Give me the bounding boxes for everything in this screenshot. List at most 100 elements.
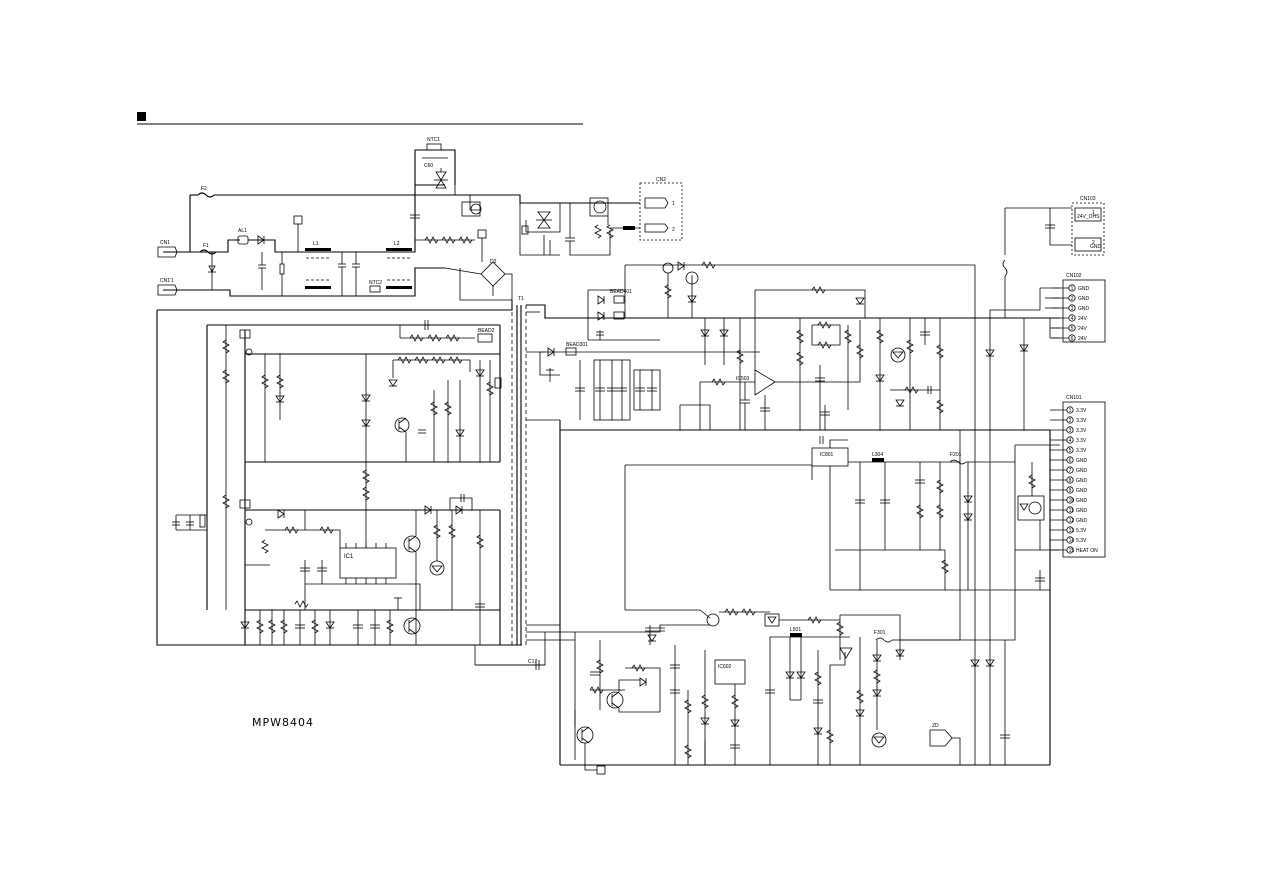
cn101-pin-number: 13 <box>1069 528 1075 534</box>
opto-pc101 <box>662 262 674 274</box>
cn101-pin-number: 2 <box>1069 418 1072 424</box>
cn102-pin-number: 3 <box>1071 306 1074 312</box>
transistor-q602 <box>706 613 720 627</box>
fuse-f102 <box>1002 259 1008 277</box>
f201-label: F201 <box>950 452 962 458</box>
cn101-pin-label: GND <box>1076 508 1088 514</box>
opto-pc2-lower <box>871 732 887 748</box>
triac-symbol <box>435 171 447 181</box>
cn101-pin-label: HEAT ON <box>1076 548 1098 554</box>
cn101-pin-number: 1 <box>1069 408 1072 414</box>
cn101-pin-label: GND <box>1076 498 1088 504</box>
ic503-opamp <box>754 369 776 396</box>
svg-text:2: 2 <box>1092 240 1095 246</box>
bridge-rectifier-d3 <box>480 261 506 287</box>
ntc1-label: NTC1 <box>427 137 440 143</box>
cn101-pin-number: 15 <box>1069 548 1075 554</box>
cn101-pin-number: 6 <box>1069 458 1072 464</box>
cn102-pin-label: GND <box>1078 286 1090 292</box>
opto-pc2 <box>461 201 481 217</box>
cn101-pin-number: 3 <box>1069 428 1072 434</box>
cn102-pin-number: 5 <box>1071 326 1074 332</box>
cn2-block <box>639 182 683 241</box>
l501-label: L501 <box>790 627 801 633</box>
cn1-1-label: CN1'1 <box>160 278 174 284</box>
cn102-pin-label: 24V <box>1078 316 1088 322</box>
cn102-block <box>1062 279 1106 343</box>
l1-label: L1 <box>313 241 319 247</box>
svg-text:2: 2 <box>672 227 675 233</box>
transistor-q2 <box>403 535 421 553</box>
cn2-label: CN2 <box>656 177 666 183</box>
ic1-chip <box>339 547 397 579</box>
cn101-pin-label: 3.3V <box>1076 428 1087 434</box>
cn103-block <box>1071 202 1105 256</box>
d3-label: D3 <box>490 259 497 265</box>
c60-label: C60 <box>424 163 433 169</box>
bead401-label: BEAD401 <box>610 289 632 295</box>
cn101-pin-number: 14 <box>1069 538 1075 544</box>
bead301 <box>565 347 577 356</box>
opto-ic602 <box>589 197 609 217</box>
cn102-label: CN102 <box>1066 273 1082 279</box>
fuse-f301 <box>875 637 893 643</box>
svg-text:1: 1 <box>1092 210 1095 216</box>
cn102-pin-number: 4 <box>1071 316 1074 322</box>
model-label: MPW8404 <box>252 716 314 729</box>
cn101-pin-number: 4 <box>1069 438 1072 444</box>
zd-symbol <box>929 729 953 747</box>
cn102-pin-label: GND <box>1078 306 1090 312</box>
l2-choke-top <box>386 248 412 251</box>
svg-text:AL1: AL1 <box>238 228 247 234</box>
fuse-f2 <box>197 192 215 198</box>
svg-text:F301: F301 <box>874 630 886 636</box>
ntc2-label: NTC2 <box>369 280 382 286</box>
inductor-l304 <box>872 458 884 462</box>
cn101-pin-number: 9 <box>1069 488 1072 494</box>
ic502-regulator <box>764 613 780 627</box>
cn101-pin-label: GND <box>1076 468 1088 474</box>
l1-choke-bottom <box>305 286 331 289</box>
cn101-label: CN101 <box>1066 395 1082 401</box>
cn102-pin-number: 6 <box>1071 336 1074 342</box>
fuse-f1 <box>199 249 217 255</box>
f2-label: F2 <box>201 186 207 192</box>
cn101-pin-number: 7 <box>1069 468 1072 474</box>
cn101-pin-label: 3.3V <box>1076 448 1087 454</box>
cn101-pin-label: GND <box>1076 478 1088 484</box>
cn101-pin-label: 3.3V <box>1076 418 1087 424</box>
transistor-q276 <box>606 691 624 709</box>
cn102-pin-number: 1 <box>1071 286 1074 292</box>
zd-label: ZD <box>932 723 939 729</box>
c17-label: C17 <box>528 659 537 665</box>
cn101-pin-number: 5 <box>1069 448 1072 454</box>
ic801-label: IC801 <box>820 452 834 458</box>
opto-heat-on <box>1017 495 1045 521</box>
cn101-pin-label: 3.3V <box>1076 408 1087 414</box>
cn103-label: CN103 <box>1080 196 1096 202</box>
cn101-block <box>1062 401 1106 558</box>
l1-choke-top <box>305 248 331 251</box>
f1-label: F1 <box>203 243 209 249</box>
cn102-pin-number: 2 <box>1071 296 1074 302</box>
transistor-q1 <box>403 617 421 635</box>
cn1-label: CN1 <box>160 240 170 246</box>
cn102-pin-label: GND <box>1078 296 1090 302</box>
bead2 <box>477 333 493 343</box>
cn101-pin-label: GND <box>1076 458 1088 464</box>
secondary-triac <box>537 211 551 221</box>
cn101-pin-number: 12 <box>1069 518 1075 524</box>
al1-lamp <box>237 235 249 245</box>
cn101-pin-label: 5.3V <box>1076 538 1087 544</box>
cn102-pin-label: 24V <box>1078 326 1088 332</box>
cn101-pin-number: 10 <box>1069 498 1075 504</box>
ntc2-thermistor <box>369 285 381 293</box>
ic602-label: IC602 <box>718 664 732 670</box>
cn101-pin-number: 8 <box>1069 478 1072 484</box>
opto-pc501 <box>890 347 906 363</box>
t1-label: T1 <box>518 296 524 302</box>
